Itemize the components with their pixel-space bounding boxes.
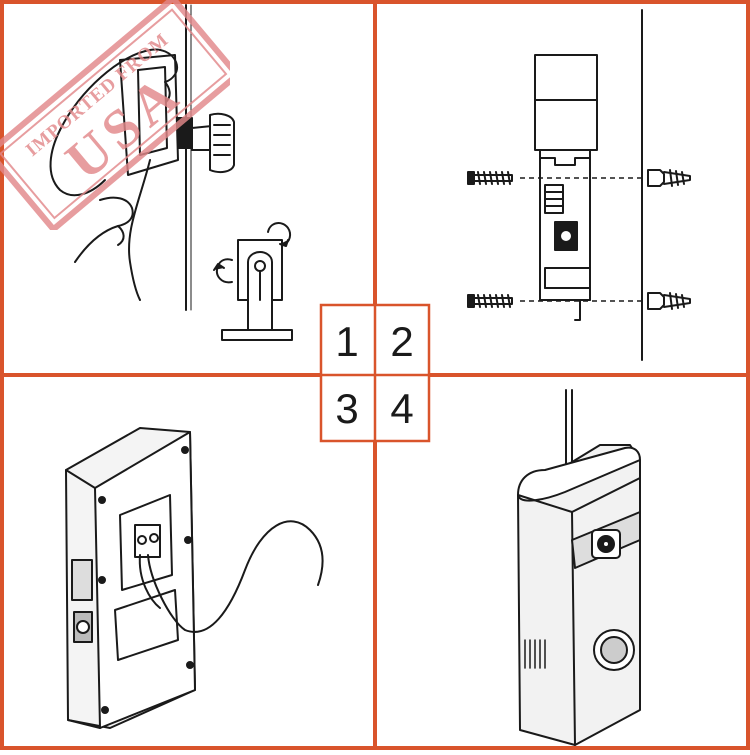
step-label-3: 3 <box>335 385 359 432</box>
step-label-2: 2 <box>390 318 414 365</box>
panel-2-illustration <box>467 9 691 361</box>
imported-from-usa-stamp: IMPORTED FROM USA <box>0 0 230 230</box>
panel-2-guide-lines <box>520 177 642 302</box>
step-number-boxes <box>319 303 431 443</box>
panel-4-illustration <box>517 389 641 746</box>
panel-3-illustration <box>65 427 324 729</box>
step-label-1: 1 <box>335 318 359 365</box>
step-label-4: 4 <box>390 385 414 432</box>
